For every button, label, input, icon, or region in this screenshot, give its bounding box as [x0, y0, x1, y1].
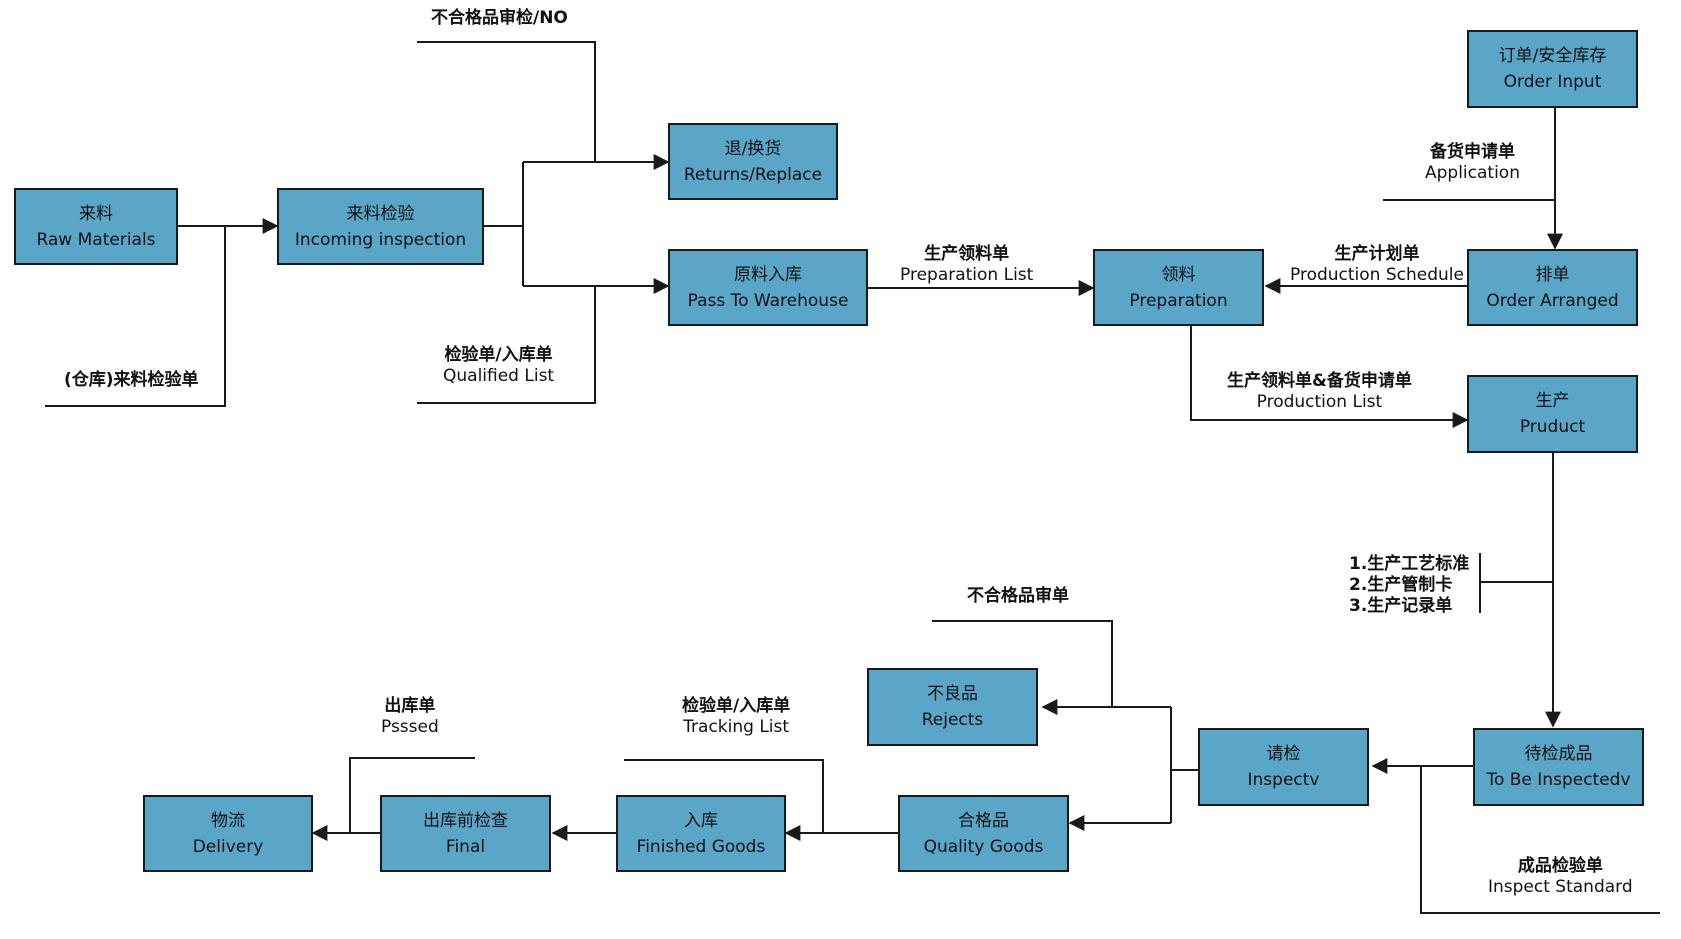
label-inspect-std-en: Inspect Standard: [1488, 877, 1633, 897]
node-order-input: 订单/安全库存 Order Input: [1467, 30, 1638, 108]
node-to-be-inspected: 待检成品 To Be Inspectedv: [1473, 728, 1644, 806]
passed-bracket: [349, 757, 475, 833]
node-incoming-zh: 来料检验: [346, 203, 415, 224]
warehouse-sheet-bracket: [45, 226, 226, 407]
label-production-list-zh: 生产领料单&备货申请单: [1227, 371, 1412, 391]
node-final: 出库前检查 Final: [380, 795, 551, 872]
node-order-input-zh: 订单/安全库存: [1498, 46, 1607, 66]
node-incoming-en: Incoming inspection: [294, 229, 467, 250]
unqualified-review-bracket: [932, 620, 1113, 707]
node-raw-materials-zh: 来料: [79, 203, 113, 224]
node-incoming-inspection: 来料检验 Incoming inspection: [277, 188, 484, 265]
node-delivery-en: Delivery: [192, 836, 264, 857]
node-order-arranged-zh: 排单: [1535, 264, 1570, 285]
label-unqualified-review: 不合格品审单: [967, 586, 1069, 607]
node-preparation-en: Preparation: [1129, 290, 1228, 311]
inspect-standard-bracket: [1420, 766, 1660, 914]
node-pass-to-warehouse: 原料入库 Pass To Warehouse: [668, 249, 868, 326]
qualified-bracket: [417, 286, 596, 404]
label-passed: 出库单 Psssed: [381, 696, 439, 738]
label-warehouse-sheet: (仓库)来料检验单: [64, 370, 199, 391]
node-preparation-zh: 领料: [1161, 264, 1196, 285]
label-application-en: Application: [1425, 163, 1520, 183]
node-order-arranged-en: Order Arranged: [1486, 290, 1619, 311]
label-passed-en: Psssed: [381, 717, 439, 737]
label-qualified-en: Qualified List: [443, 366, 555, 386]
label-qualified-list: 检验单/入库单 Qualified List: [443, 345, 554, 387]
label-inspect-std-zh: 成品检验单: [1517, 856, 1603, 876]
label-docs-1: 1.生产工艺标准: [1349, 554, 1470, 574]
label-prep-list-zh: 生产领料单: [924, 244, 1010, 264]
label-application-zh: 备货申请单: [1430, 142, 1515, 162]
label-passed-zh: 出库单: [384, 696, 436, 716]
node-finished-goods-en: Finished Goods: [636, 836, 766, 857]
node-rejects: 不良品 Rejects: [867, 668, 1038, 746]
label-unqualified-review-text: 不合格品审单: [967, 586, 1069, 606]
node-production-en: Pruduct: [1519, 417, 1586, 437]
node-quality-goods-zh: 合格品: [958, 810, 1009, 831]
label-prep-list-en: Preparation List: [900, 265, 1034, 285]
label-application: 备货申请单 Application: [1425, 142, 1520, 184]
node-finished-goods-zh: 入库: [684, 810, 718, 831]
label-unqualified-no-text: 不合格品审检/NO: [431, 8, 568, 28]
label-production-list: 生产领料单&备货申请单 Production List: [1227, 371, 1412, 413]
node-delivery: 物流 Delivery: [143, 795, 313, 872]
node-preparation: 领料 Preparation: [1093, 249, 1264, 326]
node-quality-goods: 合格品 Quality Goods: [898, 795, 1069, 872]
edge-prep-to-production: [1190, 325, 1469, 428]
label-tracking-en: Tracking List: [683, 717, 790, 737]
node-inspect-zh: 请检: [1266, 744, 1301, 764]
node-raw-materials-en: Raw Materials: [36, 229, 156, 250]
label-warehouse-sheet-text: (仓库)来料检验单: [64, 370, 199, 390]
node-inspect-en: Inspectv: [1247, 770, 1320, 790]
label-schedule-en: Production Schedule: [1290, 265, 1464, 285]
node-final-en: Final: [445, 836, 486, 857]
node-delivery-zh: 物流: [211, 810, 245, 831]
node-returns-replace: 退/换货 Returns/Replace: [668, 123, 838, 200]
node-inspect: 请检 Inspectv: [1198, 728, 1369, 806]
label-qualified-zh: 检验单/入库单: [444, 345, 553, 365]
node-returns-zh: 退/换货: [724, 138, 782, 159]
label-production-list-en: Production List: [1256, 392, 1383, 412]
node-order-input-en: Order Input: [1503, 72, 1602, 92]
node-quality-goods-en: Quality Goods: [923, 836, 1044, 857]
node-order-arranged: 排单 Order Arranged: [1467, 249, 1638, 326]
node-finished-goods: 入库 Finished Goods: [616, 795, 786, 872]
node-production: 生产 Pruduct: [1467, 375, 1638, 453]
label-tracking-zh: 检验单/入库单: [682, 696, 791, 716]
node-warehouse-zh: 原料入库: [734, 264, 802, 285]
label-schedule-zh: 生产计划单: [1334, 244, 1420, 264]
label-unqualified-no: 不合格品审检/NO: [431, 8, 568, 29]
node-rejects-zh: 不良品: [927, 684, 978, 704]
tracking-bracket: [624, 759, 824, 833]
label-docs-3: 3.生产记录单: [1349, 596, 1453, 616]
label-production-docs: 1.生产工艺标准 2.生产管制卡 3.生产记录单: [1349, 554, 1469, 617]
node-rejects-en: Rejects: [921, 710, 984, 730]
node-final-zh: 出库前检查: [423, 810, 508, 831]
label-inspect-standard: 成品检验单 Inspect Standard: [1488, 856, 1633, 898]
node-raw-materials: 来料 Raw Materials: [14, 188, 178, 265]
label-docs-2: 2.生产管制卡: [1349, 575, 1453, 595]
node-to-be-inspected-zh: 待检成品: [1524, 744, 1593, 764]
node-warehouse-en: Pass To Warehouse: [687, 290, 849, 311]
label-production-schedule: 生产计划单 Production Schedule: [1290, 244, 1464, 286]
node-to-be-inspected-en: To Be Inspectedv: [1486, 770, 1631, 790]
label-tracking-list: 检验单/入库单 Tracking List: [682, 696, 790, 738]
unqualified-bracket: [417, 41, 596, 162]
node-production-zh: 生产: [1535, 391, 1570, 411]
node-returns-en: Returns/Replace: [683, 164, 823, 185]
label-preparation-list: 生产领料单 Preparation List: [900, 244, 1033, 286]
